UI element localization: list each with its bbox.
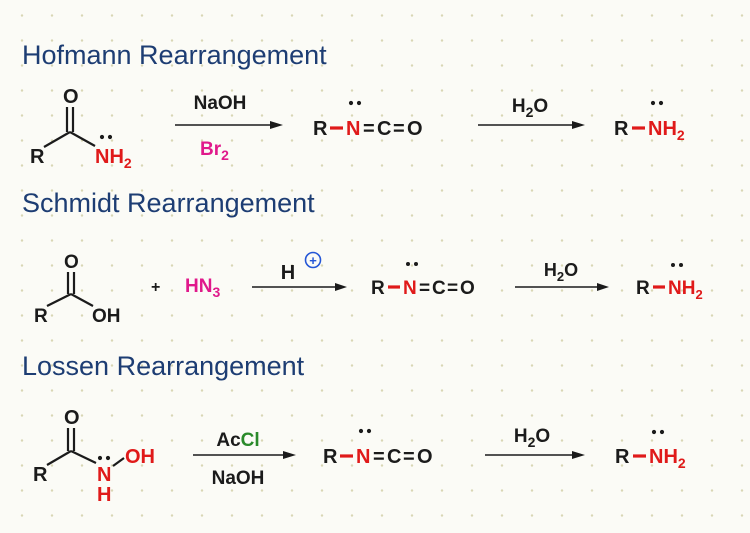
reagent-proton: H xyxy=(281,262,295,284)
amine-nh: NH2 xyxy=(668,278,703,302)
hofmann-reactant-amide: O R NH2 xyxy=(30,86,132,171)
reagent-naoh: NaOH xyxy=(194,93,247,114)
carbonyl-oxygen: O xyxy=(64,252,79,273)
svg-text:=: = xyxy=(419,278,430,299)
lossen-isocyanate: R N = C = O xyxy=(323,428,433,468)
amine-nh: NH2 xyxy=(648,118,685,143)
hofmann-hydrolysis-arrow: H2O xyxy=(478,96,585,129)
svg-text:=: = xyxy=(403,446,415,468)
reagent-water: H2O xyxy=(512,96,548,120)
plus-sign: + xyxy=(151,279,160,296)
hydroxyl: OH xyxy=(125,446,155,468)
svg-text:=: = xyxy=(373,446,385,468)
isocyanate-nitrogen: N xyxy=(403,278,417,299)
svg-text:C: C xyxy=(432,278,446,299)
hydroxyl: OH xyxy=(92,306,121,327)
isocyanate-nitrogen: N xyxy=(346,118,360,140)
svg-text:R: R xyxy=(614,118,629,140)
lossen-reagent-arrow: AcCl NaOH xyxy=(193,430,296,489)
svg-text:O: O xyxy=(460,278,475,299)
r-group: R xyxy=(34,306,48,327)
carbonyl-oxygen: O xyxy=(63,86,79,108)
reagent-water: H2O xyxy=(544,260,578,284)
svg-text:O: O xyxy=(417,446,433,468)
amine-nh: NH2 xyxy=(649,446,686,471)
lossen-scheme: O R N OH H AcCl NaOH R N = C = O H2O R xyxy=(33,407,686,506)
svg-text:=: = xyxy=(447,278,458,299)
schmidt-scheme: O R OH + HN3 H + R N = C = O H2O R NH2 xyxy=(34,251,703,327)
amine-nh: NH2 xyxy=(95,146,132,171)
hofmann-isocyanate: R N = C = O xyxy=(313,100,423,140)
carbonyl-oxygen: O xyxy=(64,407,80,429)
schmidt-hydrolysis-arrow: H2O xyxy=(515,260,609,291)
svg-text:R: R xyxy=(615,446,630,468)
svg-text:+: + xyxy=(309,253,317,268)
hofmann-title: Hofmann Rearrangement xyxy=(22,40,327,70)
schmidt-reactant-acid: O R OH xyxy=(34,252,121,327)
r-group: R xyxy=(33,464,48,486)
isocyanate-nitrogen: N xyxy=(356,446,370,468)
schmidt-isocyanate: R N = C = O xyxy=(371,262,475,299)
positive-charge-icon xyxy=(304,251,322,269)
lossen-title: Lossen Rearrangement xyxy=(22,351,305,381)
svg-text:C: C xyxy=(377,118,391,140)
reagent-acetyl-chloride: AcCl xyxy=(216,430,259,451)
hofmann-amine-product: R NH2 xyxy=(614,100,685,143)
lossen-reactant-hydroxamic-acid: O R N OH H xyxy=(33,407,155,506)
amide-nitrogen: N xyxy=(97,464,111,486)
schmidt-amine-product: R NH2 xyxy=(636,263,703,302)
hofmann-reagent-arrow: NaOH Br2 xyxy=(175,93,283,163)
reagent-br2: Br2 xyxy=(200,139,229,163)
hofmann-scheme: O R NH2 NaOH Br2 R N = C = O H2O R NH2 xyxy=(30,86,685,171)
svg-text:=: = xyxy=(393,118,405,140)
schmidt-title: Schmidt Rearrangement xyxy=(22,188,315,218)
schmidt-reagent-arrow: H + xyxy=(252,251,347,291)
reagent-water: H2O xyxy=(514,426,550,450)
amide-hydrogen: H xyxy=(97,484,111,506)
svg-text:R: R xyxy=(636,278,650,299)
svg-text:R: R xyxy=(313,118,328,140)
svg-text:=: = xyxy=(363,118,375,140)
svg-text:R: R xyxy=(323,446,338,468)
reagent-naoh: NaOH xyxy=(212,468,265,489)
hydrazoic-acid: HN3 xyxy=(185,276,220,300)
svg-text:C: C xyxy=(387,446,401,468)
svg-text:R: R xyxy=(371,278,385,299)
lossen-hydrolysis-arrow: H2O xyxy=(485,426,585,459)
r-group: R xyxy=(30,146,45,168)
svg-text:O: O xyxy=(407,118,423,140)
lossen-amine-product: R NH2 xyxy=(615,429,686,471)
